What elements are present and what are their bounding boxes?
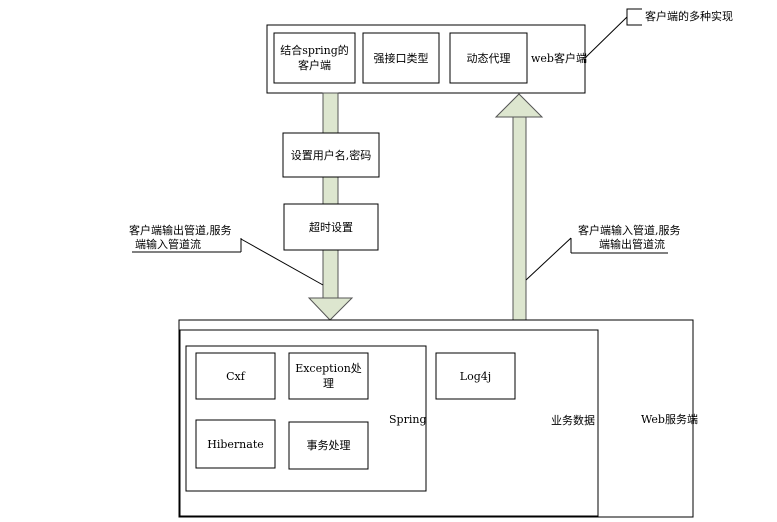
module-box-hibernate — [195, 419, 276, 469]
module-box-transaction — [288, 421, 369, 470]
web-server-label: Web服务端 — [641, 413, 698, 426]
callout-top-right-text: 客户端的多种实现 — [645, 10, 733, 23]
callout-left-line2: 端输入管道流 — [135, 238, 201, 251]
callout-left-line1: 客户端输出管道,服务 — [129, 224, 232, 237]
spring-label: Spring — [389, 413, 427, 426]
business-data-label: 业务数据 — [551, 414, 595, 427]
arrow-down-box-1 — [282, 132, 380, 178]
client-item-2-label: 强接口类型 — [373, 51, 429, 65]
module-box-cxf — [195, 352, 276, 400]
arrow-down-shaft — [322, 92, 339, 299]
callout-leader-right — [525, 237, 572, 281]
client-item-3-label: 动态代理 — [466, 51, 511, 65]
callout-right-line2: 端输出管道流 — [599, 238, 665, 251]
callout-leader-top-right — [584, 16, 628, 59]
client-item-box-3 — [449, 32, 528, 84]
client-item-box-2 — [362, 32, 440, 84]
arrow-down-head — [307, 297, 354, 321]
arrow-down-box-1-label: 设置用户名,密码 — [290, 148, 372, 162]
web-client-label: web客户端 — [531, 52, 587, 65]
arrow-up-head — [494, 93, 544, 118]
module-box-exception — [288, 352, 369, 400]
arrow-down-box-2 — [283, 203, 379, 251]
client-item-box-1 — [273, 32, 356, 84]
module-box-log4j — [435, 352, 516, 400]
arrow-down-box-2-label: 超时设置 — [309, 220, 353, 234]
client-item-1-label: 结合spring的客户端 — [280, 44, 349, 72]
callout-leader-left — [240, 238, 324, 286]
module-transaction-label: 事务处理 — [306, 439, 351, 452]
module-log4j-label: Log4j — [459, 369, 492, 383]
callout-bracket-top-right — [626, 8, 642, 26]
callout-right-line1: 客户端输入管道,服务 — [578, 224, 681, 237]
module-cxf-label: Cxf — [226, 369, 245, 383]
arrow-up-shaft — [512, 116, 527, 321]
module-exception-label: Exception处理 — [295, 362, 362, 390]
module-hibernate-label: Hibernate — [207, 437, 264, 451]
